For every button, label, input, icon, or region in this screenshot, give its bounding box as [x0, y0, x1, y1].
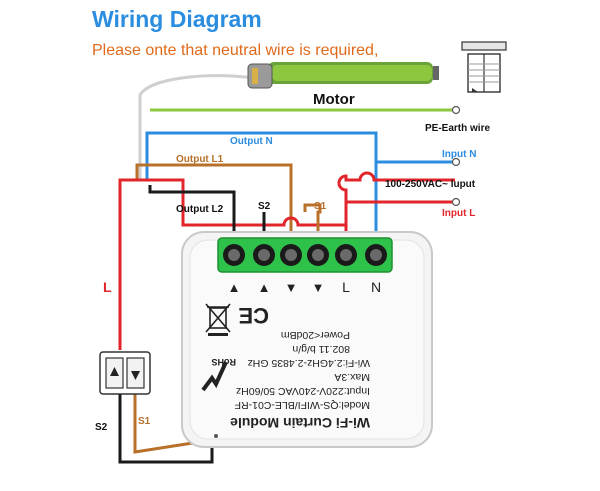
ce-mark: CE — [238, 303, 269, 328]
wall-switch-icon — [99, 351, 151, 395]
output-l2-label: Output L2 — [176, 204, 224, 215]
input-l-label: Input L — [442, 208, 475, 219]
s2-top-label: S2 — [258, 201, 271, 212]
module-dot — [214, 434, 218, 438]
pe-terminal-point — [451, 105, 461, 115]
rohs-mark: RoHS — [212, 357, 237, 367]
output-n-wire — [145, 131, 378, 238]
motor-label: Motor — [313, 91, 355, 108]
s2-bottom-wire — [118, 392, 214, 464]
terminal-mark-2: ▲ — [258, 280, 271, 295]
supply-label: 100-250VAC~ luput — [385, 179, 476, 190]
input-n-wire — [374, 160, 455, 165]
weee-bin-icon — [205, 303, 231, 336]
checkmark-logo-icon — [201, 361, 228, 392]
diagram-title: Wiring Diagram — [92, 6, 262, 32]
terminal-mark-l: L — [342, 279, 350, 295]
l-wire-label: L — [103, 279, 112, 295]
s1-bottom-label: S1 — [138, 416, 151, 427]
input-n-point — [451, 157, 461, 167]
pe-earth-label: PE-Earth wire — [425, 123, 490, 134]
output-l1-wire — [135, 163, 293, 238]
terminal-mark-3: ▼ — [285, 280, 298, 295]
output-l1-label: Output L1 — [176, 154, 224, 165]
module-label-line-1: Wi-Fi Curtain Module — [230, 415, 370, 431]
module-label-line-5: Wi-Fi:2.4GHz-2.4835 GHz — [247, 357, 370, 369]
diagram-subtitle: Please onte that neutral wire is require… — [92, 42, 379, 59]
terminal-mark-4: ▼ — [312, 280, 325, 295]
module-label-line-4: Max.3A — [334, 371, 370, 383]
roller-shutter-icon — [461, 41, 507, 93]
terminal-mark-n: N — [371, 279, 381, 295]
output-n-label: Output N — [230, 136, 273, 147]
module-label-line-2: Model:QS-WIFI/BLE-C01-RF — [235, 399, 370, 411]
pe-earth-wire — [138, 74, 256, 180]
curtain-module: ▲ ▲ ▼ ▼ L N CE RoHS Wi-Fi Curtain Module — [181, 231, 433, 448]
module-label-line-7: Power<20dBm — [281, 329, 350, 341]
input-n-label: Input N — [442, 149, 476, 160]
terminal-screws — [223, 244, 387, 266]
s1-top-label: S1 — [314, 201, 327, 212]
module-label-line-6: 802.11 b/g/n — [292, 343, 350, 355]
module-label-line-3: Input:220V-240VAC 50/60Hz — [236, 385, 370, 397]
s2-bottom-label: S2 — [95, 422, 108, 433]
terminal-mark-1: ▲ — [228, 280, 241, 295]
output-l2-wire — [148, 185, 236, 238]
l-supply-wire — [118, 171, 455, 350]
module-label: Wi-Fi Curtain Module Model:QS-WIFI/BLE-C… — [230, 329, 370, 431]
input-l-point — [451, 197, 461, 207]
motor-icon — [247, 62, 439, 89]
s1-bottom-wire — [133, 392, 213, 454]
